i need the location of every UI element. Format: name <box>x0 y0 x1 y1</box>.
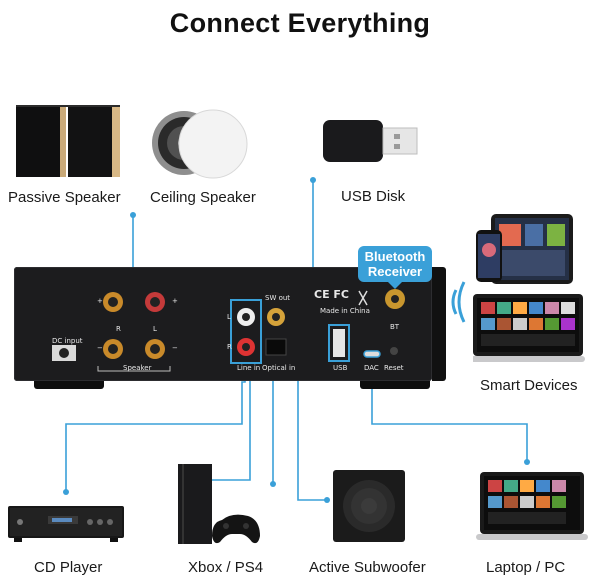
badge-line-2: Receiver <box>367 264 423 279</box>
cd-player-image <box>8 502 126 549</box>
panel-r-label: R <box>116 325 121 333</box>
wire-xbox <box>204 350 251 481</box>
wire-dot-usb <box>310 177 316 183</box>
amplifier-side <box>432 267 446 381</box>
panel-dc-input: DC input <box>52 337 83 345</box>
panel-l-label: L <box>153 325 157 333</box>
page-title: Connect Everything <box>169 8 431 38</box>
wire-dot-sub <box>324 497 330 503</box>
amp-foot-right <box>360 381 430 389</box>
ceiling-speaker-image <box>150 107 248 184</box>
amplifier-back-panel <box>14 267 432 381</box>
wave-1 <box>451 289 458 315</box>
passive-speaker-image <box>16 103 122 184</box>
panel-sw-out: SW out <box>265 294 291 302</box>
panel-reset: Reset <box>384 364 404 372</box>
label-ceiling-speaker: Ceiling Speaker <box>150 189 256 206</box>
wire-dot-speakers <box>130 212 136 218</box>
xbox-ps4-image <box>172 462 264 553</box>
label-usb-disk: USB Disk <box>341 188 406 205</box>
panel-ports <box>52 289 405 372</box>
label-passive-speaker: Passive Speaker <box>8 189 121 206</box>
laptop-pc-image <box>476 470 590 551</box>
panel-usb: USB <box>333 364 348 372</box>
panel-minus-1: − <box>97 344 103 352</box>
panel-bt: BT <box>390 323 400 331</box>
label-active-subwoofer: Active Subwoofer <box>309 559 426 576</box>
panel-line-r: R <box>227 343 232 351</box>
panel-dac: DAC <box>364 364 379 372</box>
panel-made-in: Made in China <box>320 307 370 315</box>
label-cd-player: CD Player <box>34 559 103 576</box>
panel-plus-1: + <box>97 297 103 305</box>
label-laptop-pc: Laptop / PC <box>486 559 566 576</box>
panel-plus-2: + <box>172 297 178 305</box>
wire-dot-optical <box>270 481 276 487</box>
panel-speaker-label: Speaker <box>123 364 152 372</box>
label-xbox-ps4: Xbox / PS4 <box>188 559 264 576</box>
panel-minus-2: − <box>172 344 178 352</box>
wire-dot-cd <box>63 489 69 495</box>
active-subwoofer-image <box>333 470 407 549</box>
usb-disk-image <box>323 116 419 171</box>
panel-cert: CE FC <box>314 288 350 301</box>
amp-foot-left <box>34 381 104 389</box>
panel-line-l: L <box>227 313 231 321</box>
panel-optical-in: Optical in <box>262 364 296 372</box>
smart-devices-image <box>471 214 585 371</box>
wire-dot-laptop <box>524 459 530 465</box>
wave-2 <box>457 281 466 323</box>
bluetooth-receiver-badge: Bluetooth Receiver <box>358 246 432 289</box>
badge-line-1: Bluetooth <box>364 249 426 264</box>
wire-sub <box>297 330 327 501</box>
label-smart-devices: Smart Devices <box>480 377 578 394</box>
wire-laptop <box>371 356 528 462</box>
panel-line-in: Line in <box>237 364 261 372</box>
